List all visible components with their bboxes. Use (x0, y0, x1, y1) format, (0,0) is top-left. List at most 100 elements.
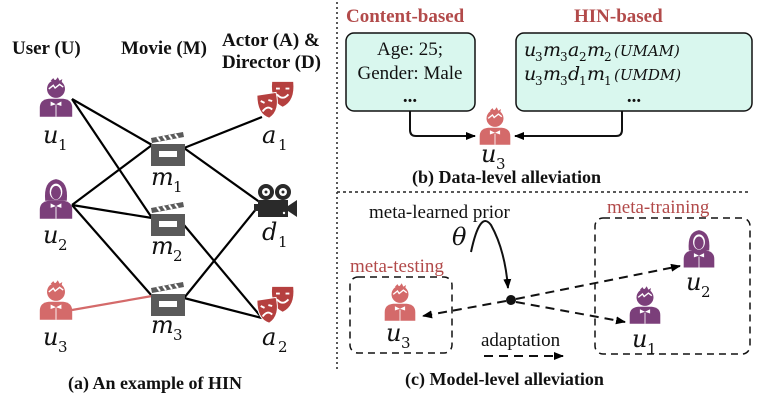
prior-label: meta-learned prior (369, 202, 511, 223)
adapt-arrow-u1 (515, 301, 626, 325)
content-box: Age: 25; Gender: Male ... (345, 32, 476, 112)
path-node-var: u (524, 39, 536, 61)
path-node-var: m (587, 39, 605, 61)
node-label-var: u (686, 268, 701, 296)
path-node-sub: 3 (535, 50, 543, 64)
theater-masks-icon (255, 285, 295, 325)
node-label-var: u (43, 121, 58, 149)
node-label-var: a (262, 121, 276, 149)
meta-training-label: meta-training (607, 197, 710, 218)
adaptation-label: adaptation (481, 330, 561, 351)
hin-ellipsis: ... (627, 86, 641, 107)
male-user-icon (39, 77, 73, 117)
node-label-var: m (151, 311, 174, 339)
hin-based-header: HIN-based (574, 6, 663, 27)
panel-a-hin-example: User (U) Movie (M) Actor (A) & Director … (12, 30, 321, 394)
path-tag: (UMDM) (614, 66, 681, 84)
adapt-arrow-u2 (515, 263, 681, 300)
male-user-icon (39, 280, 73, 320)
path-node-sub: 1 (604, 74, 612, 88)
edge-u3-m3 (71, 294, 153, 312)
training-user-u1: u 1 (629, 286, 661, 358)
node-label-sub: 1 (173, 178, 183, 196)
node-label-sub: 2 (278, 338, 288, 356)
path-node-sub: 3 (560, 74, 568, 88)
header-movie: Movie (M) (121, 38, 207, 59)
node-label-var: a (262, 323, 276, 351)
target-user-u3: u 3 (479, 107, 511, 173)
clapperboard-icon (150, 201, 186, 236)
edge-m1-a1 (183, 115, 263, 150)
node-label-sub: 1 (58, 136, 68, 154)
meta-testing-label: meta-testing (350, 256, 444, 277)
edge-u1-m2 (71, 98, 153, 219)
meta-testing-box (349, 276, 453, 354)
header-user: User (U) (12, 38, 81, 59)
content-gender: Gender: Male (358, 63, 463, 84)
node-label-var: d (262, 218, 277, 246)
edge-u2-m3 (71, 204, 153, 297)
node-a2: a 2 (255, 285, 295, 356)
clapperboard-icon (150, 131, 186, 166)
testing-user-u3: u 3 (384, 283, 416, 352)
panel-c-model-level: meta-learned prior θ meta-testing meta-t… (349, 197, 751, 390)
node-label-var: u (43, 221, 58, 249)
node-label-sub: 1 (647, 340, 657, 358)
theta-symbol: θ (452, 223, 467, 251)
node-u2: u 2 (39, 178, 73, 254)
node-m3: m 3 (150, 281, 186, 344)
node-label-sub: 3 (58, 338, 68, 356)
node-d1: d 1 (254, 184, 297, 251)
path-node-var: d (568, 63, 580, 85)
adapt-arrow-u3 (422, 300, 507, 319)
content-ellipsis: ... (403, 86, 417, 107)
node-label-sub: 3 (496, 155, 506, 173)
prior-arrow (470, 220, 512, 289)
male-user-icon (384, 283, 416, 321)
header-director: Director (D) (222, 52, 321, 73)
path-node-sub: 2 (604, 50, 612, 64)
female-user-icon (39, 178, 73, 219)
content-based-header: Content-based (346, 6, 465, 27)
edge-m3-a2 (183, 296, 263, 320)
node-label-var: u (386, 319, 401, 347)
panel-b-data-level: Content-based HIN-based Age: 25; Gender:… (345, 6, 753, 188)
node-label-sub: 3 (173, 326, 183, 344)
node-label-sub: 2 (701, 283, 711, 301)
content-arrow (409, 111, 476, 140)
node-label-var: u (632, 325, 647, 353)
path-node-var: m (543, 39, 561, 61)
edge-u1-m1 (71, 98, 153, 146)
node-m2: m 2 (150, 201, 186, 265)
node-label-var: u (481, 140, 496, 168)
node-label-sub: 3 (401, 334, 411, 352)
node-u3: u 3 (39, 280, 73, 356)
edge-m3-d1 (183, 202, 262, 299)
path-node-sub: 2 (579, 50, 587, 64)
prior-point (506, 295, 516, 305)
path-node-sub: 3 (560, 50, 568, 64)
theater-masks-icon (255, 80, 295, 120)
node-m1: m 1 (150, 131, 186, 196)
content-age: Age: 25; (377, 39, 443, 60)
node-a1: a 1 (255, 80, 295, 154)
path-node-var: u (524, 63, 536, 85)
node-label-sub: 1 (278, 233, 288, 251)
edge-m1-d1 (183, 147, 262, 204)
node-label-sub: 2 (173, 247, 183, 265)
node-label-var: m (151, 163, 174, 191)
node-label-sub: 2 (58, 236, 68, 254)
edge-u2-m1 (71, 144, 153, 206)
node-label-var: m (151, 232, 174, 260)
path-tag: (UMAM) (614, 42, 680, 60)
movie-camera-icon (254, 184, 297, 217)
male-user-icon (629, 286, 661, 324)
caption-c: (c) Model-level alleviation (405, 369, 604, 390)
path-node-var: m (543, 63, 561, 85)
path-node-var: m (587, 63, 605, 85)
hin-arrow (514, 111, 623, 140)
hin-edges (71, 98, 263, 320)
